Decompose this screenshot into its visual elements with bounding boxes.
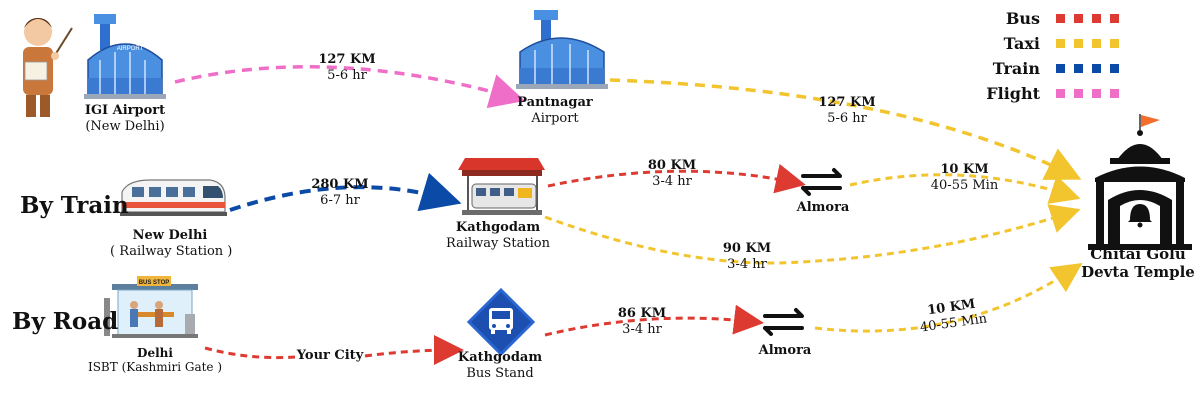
place-igi-name: IGI Airport — [84, 103, 166, 118]
temple-icon — [1088, 114, 1192, 250]
legend-train: Train — [980, 56, 1180, 81]
segment-kathgodam-almora: 80 KM 3-4 hr — [637, 158, 707, 189]
place-pantnagar-name: Pantnagar — [517, 95, 593, 110]
legend-bus-label: Bus — [1005, 9, 1040, 28]
almora-double-arrow-icon — [801, 168, 842, 196]
place-temple: Chitai Golu Devta Temple — [1080, 245, 1196, 281]
place-kathgodam-bus-stand: Kathgodam Bus Stand — [450, 350, 550, 381]
segment-delhi-kathgodam: 280 KM 6-7 hr — [305, 177, 375, 208]
place-kathgodam-bs-sub: Bus Stand — [466, 365, 534, 381]
segment-kathgodam-temple: 90 KM 3-4 hr — [712, 241, 782, 272]
place-pantnagar-sub: Airport — [531, 110, 579, 126]
legend-bus-swatch — [1056, 14, 1119, 23]
place-delhi-isbt: Delhi ISBT (Kashmiri Gate ) — [85, 346, 225, 375]
place-delhi-rs-name: New Delhi — [132, 228, 208, 243]
route-bus-yourcity-kathgodam — [364, 335, 464, 366]
place-delhi-rs-sub: ( Railway Station ) — [110, 243, 233, 259]
route-train-delhi-kathgodam — [229, 172, 462, 212]
route-taxi-almora2-temple — [814, 262, 1083, 333]
place-temple-name-2: Devta Temple — [1081, 263, 1195, 281]
segment-kathgodam-temple-km: 90 KM — [722, 241, 772, 256]
place-igi-sub: (New Delhi) — [85, 118, 165, 134]
segment-busstand-almora: 86 KM 3-4 hr — [607, 306, 677, 337]
legend-taxi: Taxi — [980, 31, 1180, 56]
pantnagar-airport-icon — [516, 10, 608, 89]
railway-station-icon — [458, 158, 545, 215]
segment-almora-temple-km: 10 KM — [940, 162, 989, 177]
segment-pantnagar-temple: 127 KM 5-6 hr — [812, 95, 882, 126]
place-igi-airport: IGI Airport (New Delhi) — [70, 103, 180, 134]
place-kathgodam-rs: Kathgodam Railway Station — [443, 220, 553, 251]
place-kathgodam-rs-sub: Railway Station — [446, 235, 550, 251]
teacher-illustration-icon — [23, 18, 73, 117]
by-road-heading: By Road — [12, 308, 119, 335]
place-almora-road: Almora — [758, 343, 812, 358]
train-icon — [120, 179, 227, 216]
place-kathgodam-bs-name: Kathgodam — [457, 350, 543, 365]
legend-train-label: Train — [992, 59, 1040, 78]
legend-flight: Flight — [980, 81, 1180, 106]
legend-bus: Bus — [980, 6, 1180, 31]
place-pantnagar: Pantnagar Airport — [505, 95, 605, 126]
place-delhi-isbt-name: Delhi — [137, 346, 173, 360]
legend-flight-swatch — [1056, 89, 1119, 98]
place-new-delhi-rs: New Delhi ( Railway Station ) — [110, 228, 233, 259]
legend-taxi-label: Taxi — [1003, 34, 1040, 53]
almora-road-double-arrow-icon — [763, 308, 804, 336]
bus-stop-icon: BUS STOP — [104, 276, 198, 338]
legend-flight-label: Flight — [986, 84, 1040, 103]
route-bus-kathgodam-almora — [547, 163, 806, 194]
segment-almora-temple: 10 KM 40-55 Min — [922, 162, 1007, 193]
segment-igi-pantnagar-time: 5-6 hr — [327, 67, 367, 83]
bus-stand-sign-icon — [466, 287, 536, 357]
place-kathgodam-rs-name: Kathgodam — [455, 220, 541, 235]
route-flight-igi-pantnagar — [174, 65, 526, 109]
segment-delhi-kathgodam-time: 6-7 hr — [320, 192, 360, 208]
place-temple-name-1: Chitai Golu — [1090, 245, 1186, 263]
place-your-city: Your City — [296, 348, 364, 363]
route-taxi-kathgodam-temple — [544, 204, 1081, 265]
airport-sign-text: AIRPORT — [117, 46, 144, 52]
segment-busstand-almora-km: 86 KM — [617, 306, 667, 321]
segment-kathgodam-almora-time: 3-4 hr — [652, 173, 692, 189]
segment-pantnagar-temple-time: 5-6 hr — [827, 110, 867, 126]
legend-taxi-swatch — [1056, 39, 1119, 48]
segment-pantnagar-temple-km: 127 KM — [818, 95, 876, 110]
bus-stop-sign-text: BUS STOP — [139, 280, 170, 286]
legend: Bus Taxi Train Flight — [980, 6, 1180, 106]
segment-kathgodam-almora-km: 80 KM — [647, 158, 697, 173]
airport-building-icon: AIRPORT — [84, 14, 166, 99]
place-almora: Almora — [796, 200, 850, 215]
segment-busstand-almora-time: 3-4 hr — [622, 321, 662, 337]
route-taxi-almora-temple — [849, 173, 1081, 204]
segment-kathgodam-temple-time: 3-4 hr — [727, 256, 767, 272]
route-taxi-pantnagar-temple — [609, 78, 1082, 180]
segment-delhi-kathgodam-km: 280 KM — [311, 177, 369, 192]
segment-almora-temple-time: 40-55 Min — [930, 177, 999, 193]
route-bus-busstand-almora — [544, 304, 764, 337]
legend-train-swatch — [1056, 64, 1119, 73]
place-delhi-isbt-sub: ISBT (Kashmiri Gate ) — [87, 360, 223, 375]
by-train-heading: By Train — [20, 192, 129, 219]
segment-igi-pantnagar: 127 KM 5-6 hr — [312, 52, 382, 83]
segment-igi-pantnagar-km: 127 KM — [318, 52, 376, 67]
